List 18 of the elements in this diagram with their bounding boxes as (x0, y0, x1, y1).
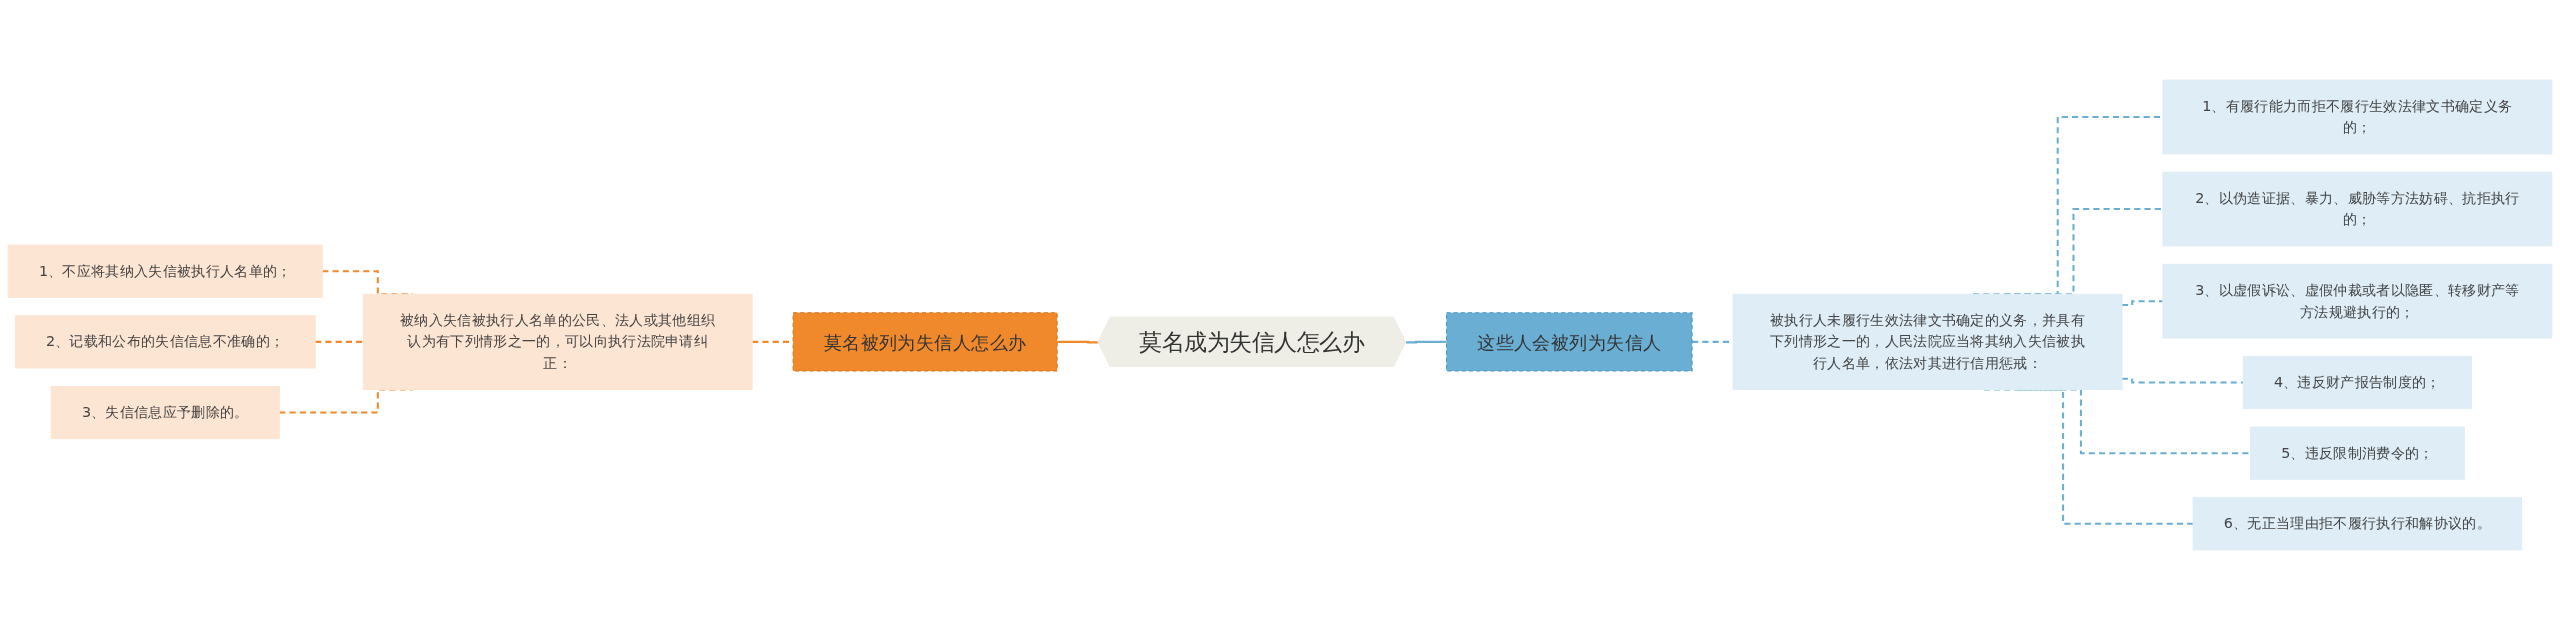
node-box: 3、以虚假诉讼、虚假仲裁或者以隐匿、转移财产等方法规避执行的； (2162, 263, 2553, 339)
connector (1406, 340, 1447, 344)
node-box: 5、违反限制消费令的； (2249, 426, 2465, 480)
connector (2121, 377, 2244, 384)
node-box: 被执行人未履行生效法律文书确定的义务，并具有下列情形之一的，人民法院应当将其纳入失信被执行人名单，依法对其进行信用惩戒： (1732, 293, 2123, 390)
node-box: 3、失信信息应予删除的。 (50, 385, 280, 440)
node-box: 2、以伪造证据、暴力、威胁等方法妨碍、抗拒执行的； (2162, 171, 2553, 247)
connector (1057, 340, 1099, 344)
node-box: 1、不应将其纳入失信被执行人名单的； (7, 244, 323, 298)
node-box: 莫名被列为失信人怎么办 (792, 312, 1058, 372)
node-box: 4、违反财产报告制度的； (2242, 355, 2472, 410)
connector (315, 340, 364, 343)
node-box: 2、记载和公布的失信信息不准确的； (14, 315, 316, 369)
node-box: 1、有履行能力而拒不履行生效法律文书确定义务的； (2162, 79, 2553, 155)
node-box: 这些人会被列为失信人 (1445, 312, 1693, 372)
node-box: 被纳入失信被执行人名单的公民、法人或其他组织认为有下列情形之一的，可以向执行法院申请纠正： (362, 293, 753, 390)
connector (2121, 300, 2163, 307)
node-box: 6、无正当理由拒不履行执行和解协议的。 (2192, 497, 2523, 551)
